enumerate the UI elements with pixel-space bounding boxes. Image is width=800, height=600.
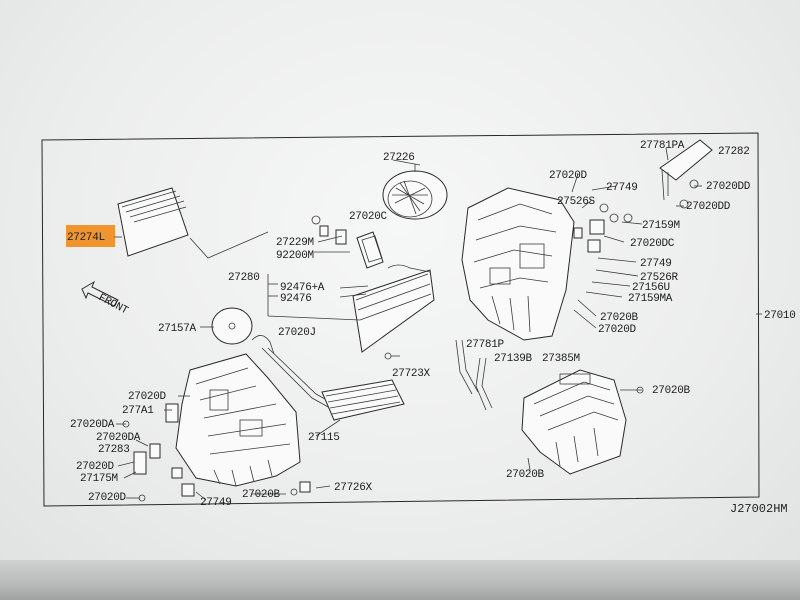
label-27749-b: 27749 [640,258,672,270]
label-27726x: 27726X [334,482,373,494]
blower-motor-shape [382,164,448,220]
label-27283: 27283 [98,444,130,456]
label-27020b-a: 27020B [600,312,639,324]
cabin-filter-shape [114,187,269,259]
left-actuators-shape [122,403,311,502]
label-27749-a: 27749 [606,182,638,194]
diagram-frame [41,132,760,507]
label-27749-c: 27749 [200,497,232,509]
leader-lines [116,147,762,501]
intake-box-shape [521,369,644,475]
label-27020d-e: 27020D [88,492,127,504]
label-27156u: 27156U [632,282,670,294]
heater-core-shape [321,379,405,421]
label-27526r: 27526R [640,272,679,284]
label-27139b: 27139B [494,353,533,365]
label-27159ma: 27159MA [628,293,673,305]
label-27020b-c: 27020B [242,489,281,501]
label-27020d-d: 27020D [76,461,115,473]
label-92476: 92476 [280,293,312,305]
label-27282: 27282 [718,146,750,158]
label-27385m: 27385M [542,353,580,365]
label-27226: 27226 [383,152,415,164]
main-housing-shape [461,187,575,341]
label-highlight [66,225,115,247]
label-27274l: 27274L [67,232,105,244]
label-277a1: 277A1 [122,405,154,417]
label-27020d-b: 27020D [598,324,637,336]
label-27175m: 27175M [80,473,118,485]
screw-shape [384,352,400,360]
label-27020dd-b: 27020DD [686,201,731,213]
label-27020dc: 27020DC [630,238,675,250]
intake-disc-shape [211,307,253,345]
label-27723x: 27723X [392,368,431,380]
bracket-shape [623,139,713,223]
label-27159m: 27159M [642,220,680,232]
resistor-shape [311,215,384,269]
label-27020b-b: 27020B [652,385,691,397]
label-27020j: 27020J [278,327,316,339]
duct-hoses-shape [455,339,493,411]
label-27020c: 27020C [349,211,388,223]
label-27526s: 27526S [557,196,596,208]
label-27020da-a: 27020DA [70,419,115,431]
front-label: FRONT [96,292,130,318]
label-27781pa: 27781PA [640,140,685,152]
label-27280: 27280 [228,272,260,284]
label-27020da-b: 27020DA [96,432,141,444]
label-92476a: 92476+A [280,282,325,294]
label-27115: 27115 [308,432,340,444]
label-27020dd-a: 27020DD [706,181,751,193]
label-27010: 27010 [764,310,796,322]
label-27157a: 27157A [158,323,197,335]
label-27020d-a: 27020D [549,170,588,182]
monitor-bezel [0,560,800,600]
diagram-code: J27002HM [730,502,788,516]
front-arrow-icon [81,280,119,307]
evaporator-shape [352,264,435,353]
heater-unit-shape [175,353,301,487]
label-27020b-d: 27020B [506,469,545,481]
actuator-cluster-shape [573,203,619,253]
label-92200m: 92200M [276,250,314,262]
label-27781p: 27781P [466,339,505,351]
label-27020d-c: 27020D [128,391,167,403]
label-27229m: 27229M [276,237,314,249]
